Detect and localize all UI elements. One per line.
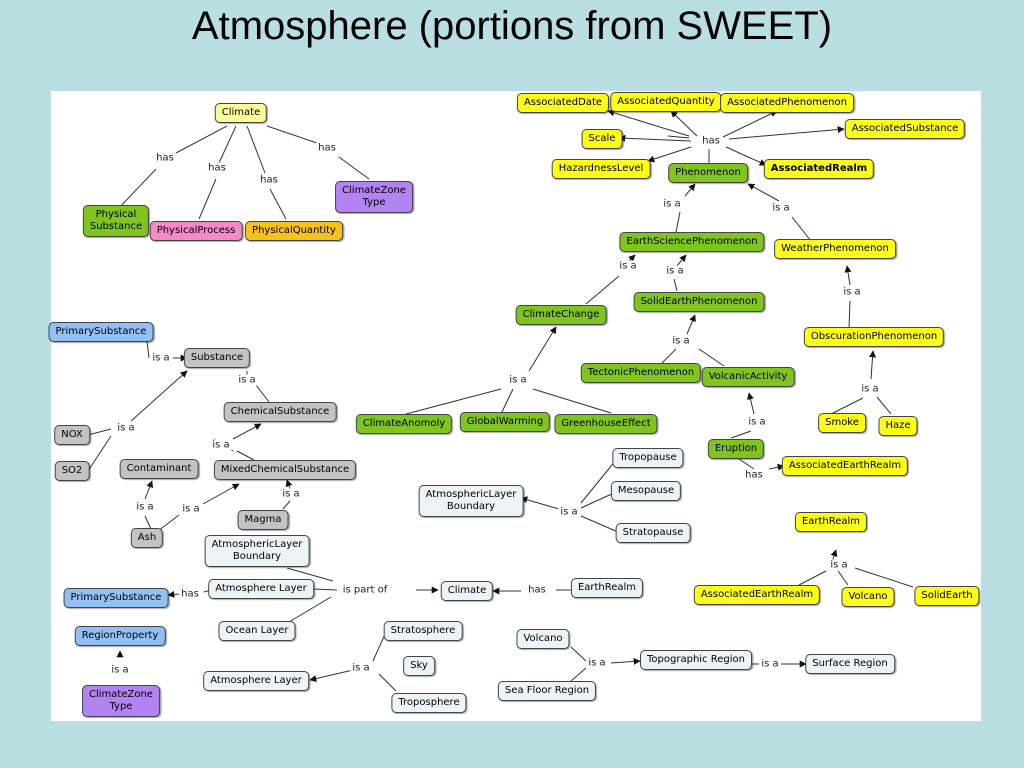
node-solid-earth-phenomenon[interactable]: SolidEarthPhenomenon	[633, 292, 765, 312]
node-surface-region[interactable]: Surface Region	[805, 654, 895, 674]
label-is-a: is a	[180, 503, 202, 515]
label-has: has	[179, 588, 201, 600]
label-is-a: is a	[664, 265, 686, 277]
node-physical-process[interactable]: PhysicalProcess	[149, 221, 243, 241]
node-haze[interactable]: Haze	[878, 416, 918, 436]
node-atmospheric-layer-boundary[interactable]: AtmosphericLayer Boundary	[204, 535, 310, 567]
node-ocean-layer[interactable]: Ocean Layer	[218, 621, 296, 641]
node-primary-substance[interactable]: PrimarySubstance	[48, 322, 154, 342]
node-nox[interactable]: NOX	[54, 425, 90, 445]
label-is-part-of: is part of	[340, 584, 390, 596]
node-associated-substance[interactable]: AssociatedSubstance	[844, 119, 966, 139]
concept-map: Climate Physical Substance PhysicalProce…	[48, 91, 981, 721]
node-scale[interactable]: Scale	[581, 129, 623, 149]
node-earth-realm[interactable]: EarthRealm	[570, 578, 644, 598]
node-atmospheric-layer-boundary[interactable]: AtmosphericLayer Boundary	[418, 485, 524, 517]
node-eruption[interactable]: Eruption	[707, 439, 765, 459]
label-is-a: is a	[210, 439, 232, 451]
node-climate-change[interactable]: ClimateChange	[515, 305, 607, 325]
node-stratopause[interactable]: Stratopause	[615, 523, 691, 543]
label-is-a: is a	[236, 374, 258, 386]
node-primary-substance[interactable]: PrimarySubstance	[63, 588, 169, 608]
node-contaminant[interactable]: Contaminant	[119, 459, 199, 479]
node-climate[interactable]: Climate	[440, 581, 494, 601]
node-chemical-substance[interactable]: ChemicalSubstance	[223, 402, 337, 422]
label-has: has	[743, 469, 765, 481]
node-hazardness-level[interactable]: HazardnessLevel	[551, 159, 651, 179]
label-is-a: is a	[134, 501, 156, 513]
node-associated-earth-realm[interactable]: AssociatedEarthRealm	[781, 456, 909, 476]
node-earth-realm[interactable]: EarthRealm	[794, 512, 868, 532]
label-is-a: is a	[670, 335, 692, 347]
substance-links	[87, 340, 293, 532]
label-has: has	[526, 584, 548, 596]
label-is-a: is a	[759, 658, 781, 670]
node-weather-phenomenon[interactable]: WeatherPhenomenon	[774, 239, 896, 259]
node-so2[interactable]: SO2	[54, 461, 90, 481]
node-earth-science-phenomenon[interactable]: EarthSciencePhenomenon	[619, 232, 765, 252]
node-physical-substance[interactable]: Physical Substance	[82, 205, 150, 237]
label-is-a: is a	[280, 488, 302, 500]
boundary-links	[520, 459, 914, 588]
node-climatezone-type[interactable]: ClimateZone Type	[335, 181, 413, 213]
node-mesopause[interactable]: Mesopause	[610, 481, 682, 501]
label-has: has	[700, 135, 722, 147]
label-is-a: is a	[507, 374, 529, 386]
label-is-a: is a	[558, 506, 580, 518]
node-associated-realm[interactable]: AssociatedRealm	[763, 159, 875, 179]
label-is-a: is a	[109, 664, 131, 676]
node-associated-quantity[interactable]: AssociatedQuantity	[610, 92, 722, 112]
label-has: has	[154, 152, 176, 164]
node-climate-anomaly[interactable]: ClimateAnomoly	[355, 414, 453, 434]
label-is-a: is a	[150, 352, 172, 364]
node-volcano[interactable]: Volcano	[841, 587, 895, 607]
label-is-a: is a	[661, 198, 683, 210]
node-smoke[interactable]: Smoke	[818, 413, 866, 433]
node-climatezone-type[interactable]: ClimateZone Type	[82, 685, 160, 717]
node-obscuration-phenomenon[interactable]: ObscurationPhenomenon	[803, 327, 945, 347]
node-solid-earth[interactable]: SolidEarth	[914, 586, 980, 606]
node-physical-quantity[interactable]: PhysicalQuantity	[245, 221, 343, 241]
node-tropopause[interactable]: Tropopause	[612, 448, 684, 468]
label-is-a: is a	[746, 416, 768, 428]
label-is-a: is a	[115, 422, 137, 434]
node-magma[interactable]: Magma	[237, 510, 289, 530]
node-atmosphere-layer[interactable]: Atmosphere Layer	[203, 671, 309, 691]
label-is-a: is a	[828, 559, 850, 571]
label-has: has	[316, 142, 338, 154]
bottom-links	[116, 567, 807, 692]
label-is-a: is a	[841, 286, 863, 298]
label-has: has	[206, 162, 228, 174]
concept-links	[87, 109, 914, 692]
node-volcano[interactable]: Volcano	[516, 629, 570, 649]
node-global-warming[interactable]: GlobalWarming	[459, 412, 551, 432]
node-substance[interactable]: Substance	[183, 348, 251, 368]
node-troposphere[interactable]: Troposphere	[391, 693, 467, 713]
node-tectonic-phenomenon[interactable]: TectonicPhenomenon	[580, 363, 702, 383]
node-phenomenon[interactable]: Phenomenon	[668, 163, 748, 183]
node-sea-floor-region[interactable]: Sea Floor Region	[497, 681, 597, 701]
label-is-a: is a	[350, 662, 372, 674]
node-climate[interactable]: Climate	[214, 103, 268, 123]
label-has: has	[258, 174, 280, 186]
node-atmosphere-layer[interactable]: Atmosphere Layer	[208, 579, 314, 599]
node-sky[interactable]: Sky	[403, 656, 435, 676]
node-ash[interactable]: Ash	[130, 528, 164, 548]
node-associated-phenomenon[interactable]: AssociatedPhenomenon	[720, 93, 854, 113]
node-associated-date[interactable]: AssociatedDate	[516, 93, 610, 113]
node-mixed-chemical-substance[interactable]: MixedChemicalSubstance	[213, 460, 357, 480]
label-is-a: is a	[617, 260, 639, 272]
slide-title: Atmosphere (portions from SWEET)	[191, 4, 833, 48]
climate-links	[118, 125, 370, 220]
label-is-a: is a	[770, 202, 792, 214]
node-associated-earth-realm[interactable]: AssociatedEarthRealm	[693, 585, 821, 605]
phenomenon-links	[405, 109, 892, 471]
node-topographic-region[interactable]: Topographic Region	[640, 650, 752, 670]
label-is-a: is a	[586, 657, 608, 669]
node-stratosphere[interactable]: Stratosphere	[383, 621, 463, 641]
node-region-property[interactable]: RegionProperty	[74, 626, 166, 646]
node-volcanic-activity[interactable]: VolcanicActivity	[701, 367, 795, 387]
node-greenhouse-effect[interactable]: GreenhouseEffect	[554, 414, 658, 434]
label-is-a: is a	[859, 383, 881, 395]
